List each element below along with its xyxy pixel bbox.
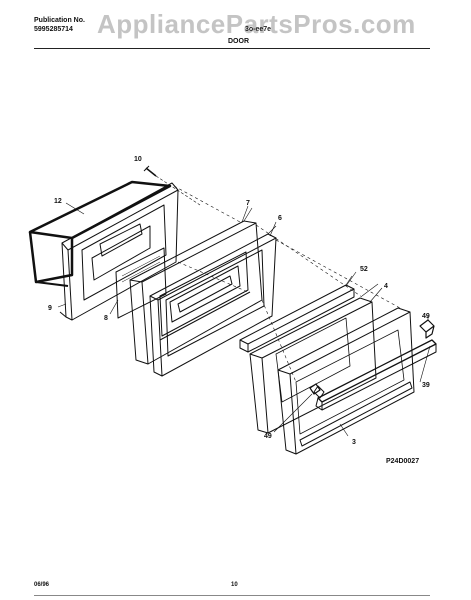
header-divider — [34, 48, 430, 49]
door-frame-part — [149, 225, 277, 377]
top-trim-part — [239, 275, 355, 353]
callout-39: 39 — [422, 382, 430, 389]
callout-3: 3 — [352, 439, 356, 446]
watermark: AppliancePartsPros.com — [97, 9, 416, 39]
publication-number: 5995285714 — [34, 26, 73, 33]
section-title: DOOR — [228, 38, 249, 45]
publication-label: Publication No. — [34, 17, 85, 24]
assembly-lines — [173, 185, 401, 383]
callout-4: 4 — [384, 283, 388, 290]
callout-49-bottom: 49 — [264, 433, 272, 440]
outer-door-part — [277, 307, 415, 455]
callout-10: 10 — [134, 156, 142, 163]
model-number: 3o-ee7e — [245, 26, 272, 33]
footer-page-number: 10 — [231, 582, 238, 588]
inner-door-liner-part — [59, 182, 179, 321]
callout-49-top: 49 — [422, 313, 430, 320]
window-glass-part — [115, 247, 167, 319]
door-gasket-part — [28, 180, 172, 287]
callout-6: 6 — [278, 215, 282, 222]
footer-divider — [34, 595, 430, 596]
callout-7: 7 — [246, 200, 250, 207]
door-handle-part — [313, 339, 437, 411]
screw-part — [143, 165, 201, 206]
diagram-code: P24D0027 — [386, 458, 420, 465]
leader-lines — [57, 202, 431, 437]
callout-8: 8 — [104, 315, 108, 322]
callout-9: 9 — [48, 305, 52, 312]
outer-glass-part — [249, 283, 379, 434]
callout-52: 52 — [360, 266, 368, 273]
handle-end-cap-part — [309, 319, 435, 395]
callout-12: 12 — [54, 198, 62, 205]
footer-date: 06/96 — [34, 582, 50, 588]
